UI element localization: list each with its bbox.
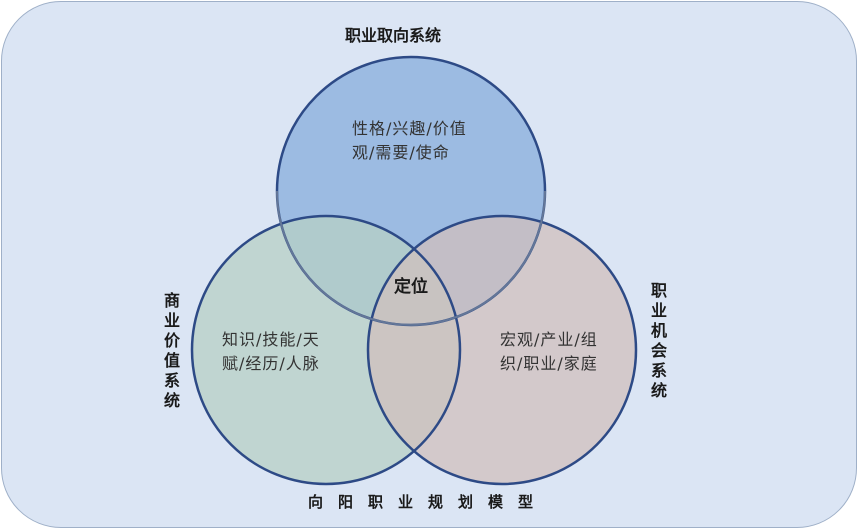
label-career-orientation: 职业取向系统	[345, 26, 442, 45]
content-career-orientation: 性格/兴趣/价值 观/需要/使命	[352, 117, 467, 165]
content-line: 赋/经历/人脉	[222, 354, 320, 373]
content-career-opportunity: 宏观/产业/组 织/职业/家庭	[500, 328, 598, 376]
content-line: 观/需要/使命	[352, 143, 450, 162]
content-line: 知识/技能/天	[222, 330, 320, 349]
overlap-edge	[276, 190, 546, 326]
circle-outline-right	[366, 214, 638, 486]
circle-career-opportunity	[368, 216, 636, 484]
diagram-title: 向阳职业规划模型	[308, 493, 549, 511]
content-line: 宏观/产业/组	[500, 330, 598, 349]
content-business-value: 知识/技能/天 赋/经历/人脉	[222, 328, 320, 376]
content-line: 性格/兴趣/价值	[352, 119, 467, 138]
circle-outline-left	[190, 214, 462, 486]
center-label: 定位	[394, 277, 428, 297]
content-line: 织/职业/家庭	[500, 354, 598, 373]
label-business-value: 商业价值系统	[161, 292, 180, 412]
label-career-opportunity: 职业机会系统	[648, 282, 667, 402]
